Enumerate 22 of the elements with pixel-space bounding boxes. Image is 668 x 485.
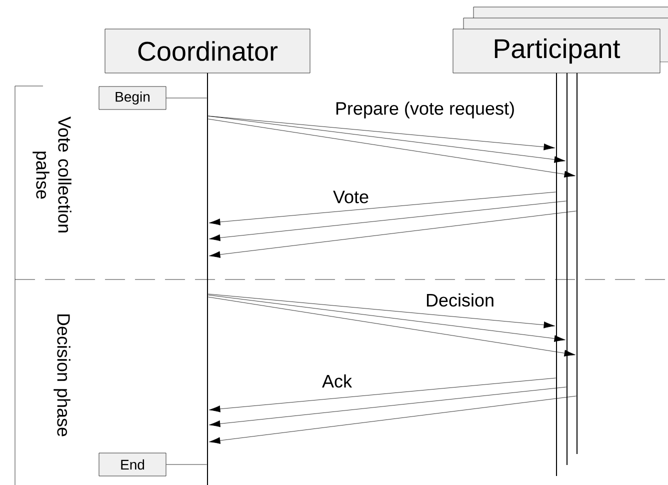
- phase-label: Vote collection pahse: [32, 116, 72, 232]
- arrow: [209, 396, 576, 444]
- message-label: Prepare (vote request): [334, 100, 516, 120]
- stacked-participant-drawing: Participant: [452, 6, 668, 74]
- arrow: [208, 294, 555, 328]
- event-box: End: [98, 452, 166, 476]
- arrow: [208, 294, 566, 342]
- arrow: [209, 210, 576, 258]
- participant-box: Coordinator: [104, 28, 310, 74]
- arrow: [209, 386, 566, 428]
- arrow: [208, 116, 566, 163]
- arrow: [209, 192, 556, 226]
- arrow: [208, 296, 576, 357]
- connector-line: [166, 464, 207, 465]
- arrow: [209, 378, 556, 412]
- arrow: [209, 200, 566, 242]
- message-label: Decision: [424, 292, 496, 308]
- message-label: Ack: [321, 373, 353, 389]
- phase-label: Decision phase: [54, 314, 70, 436]
- event-box: Begin: [98, 86, 166, 110]
- message-label: Vote: [332, 190, 370, 204]
- arrow: [208, 118, 576, 178]
